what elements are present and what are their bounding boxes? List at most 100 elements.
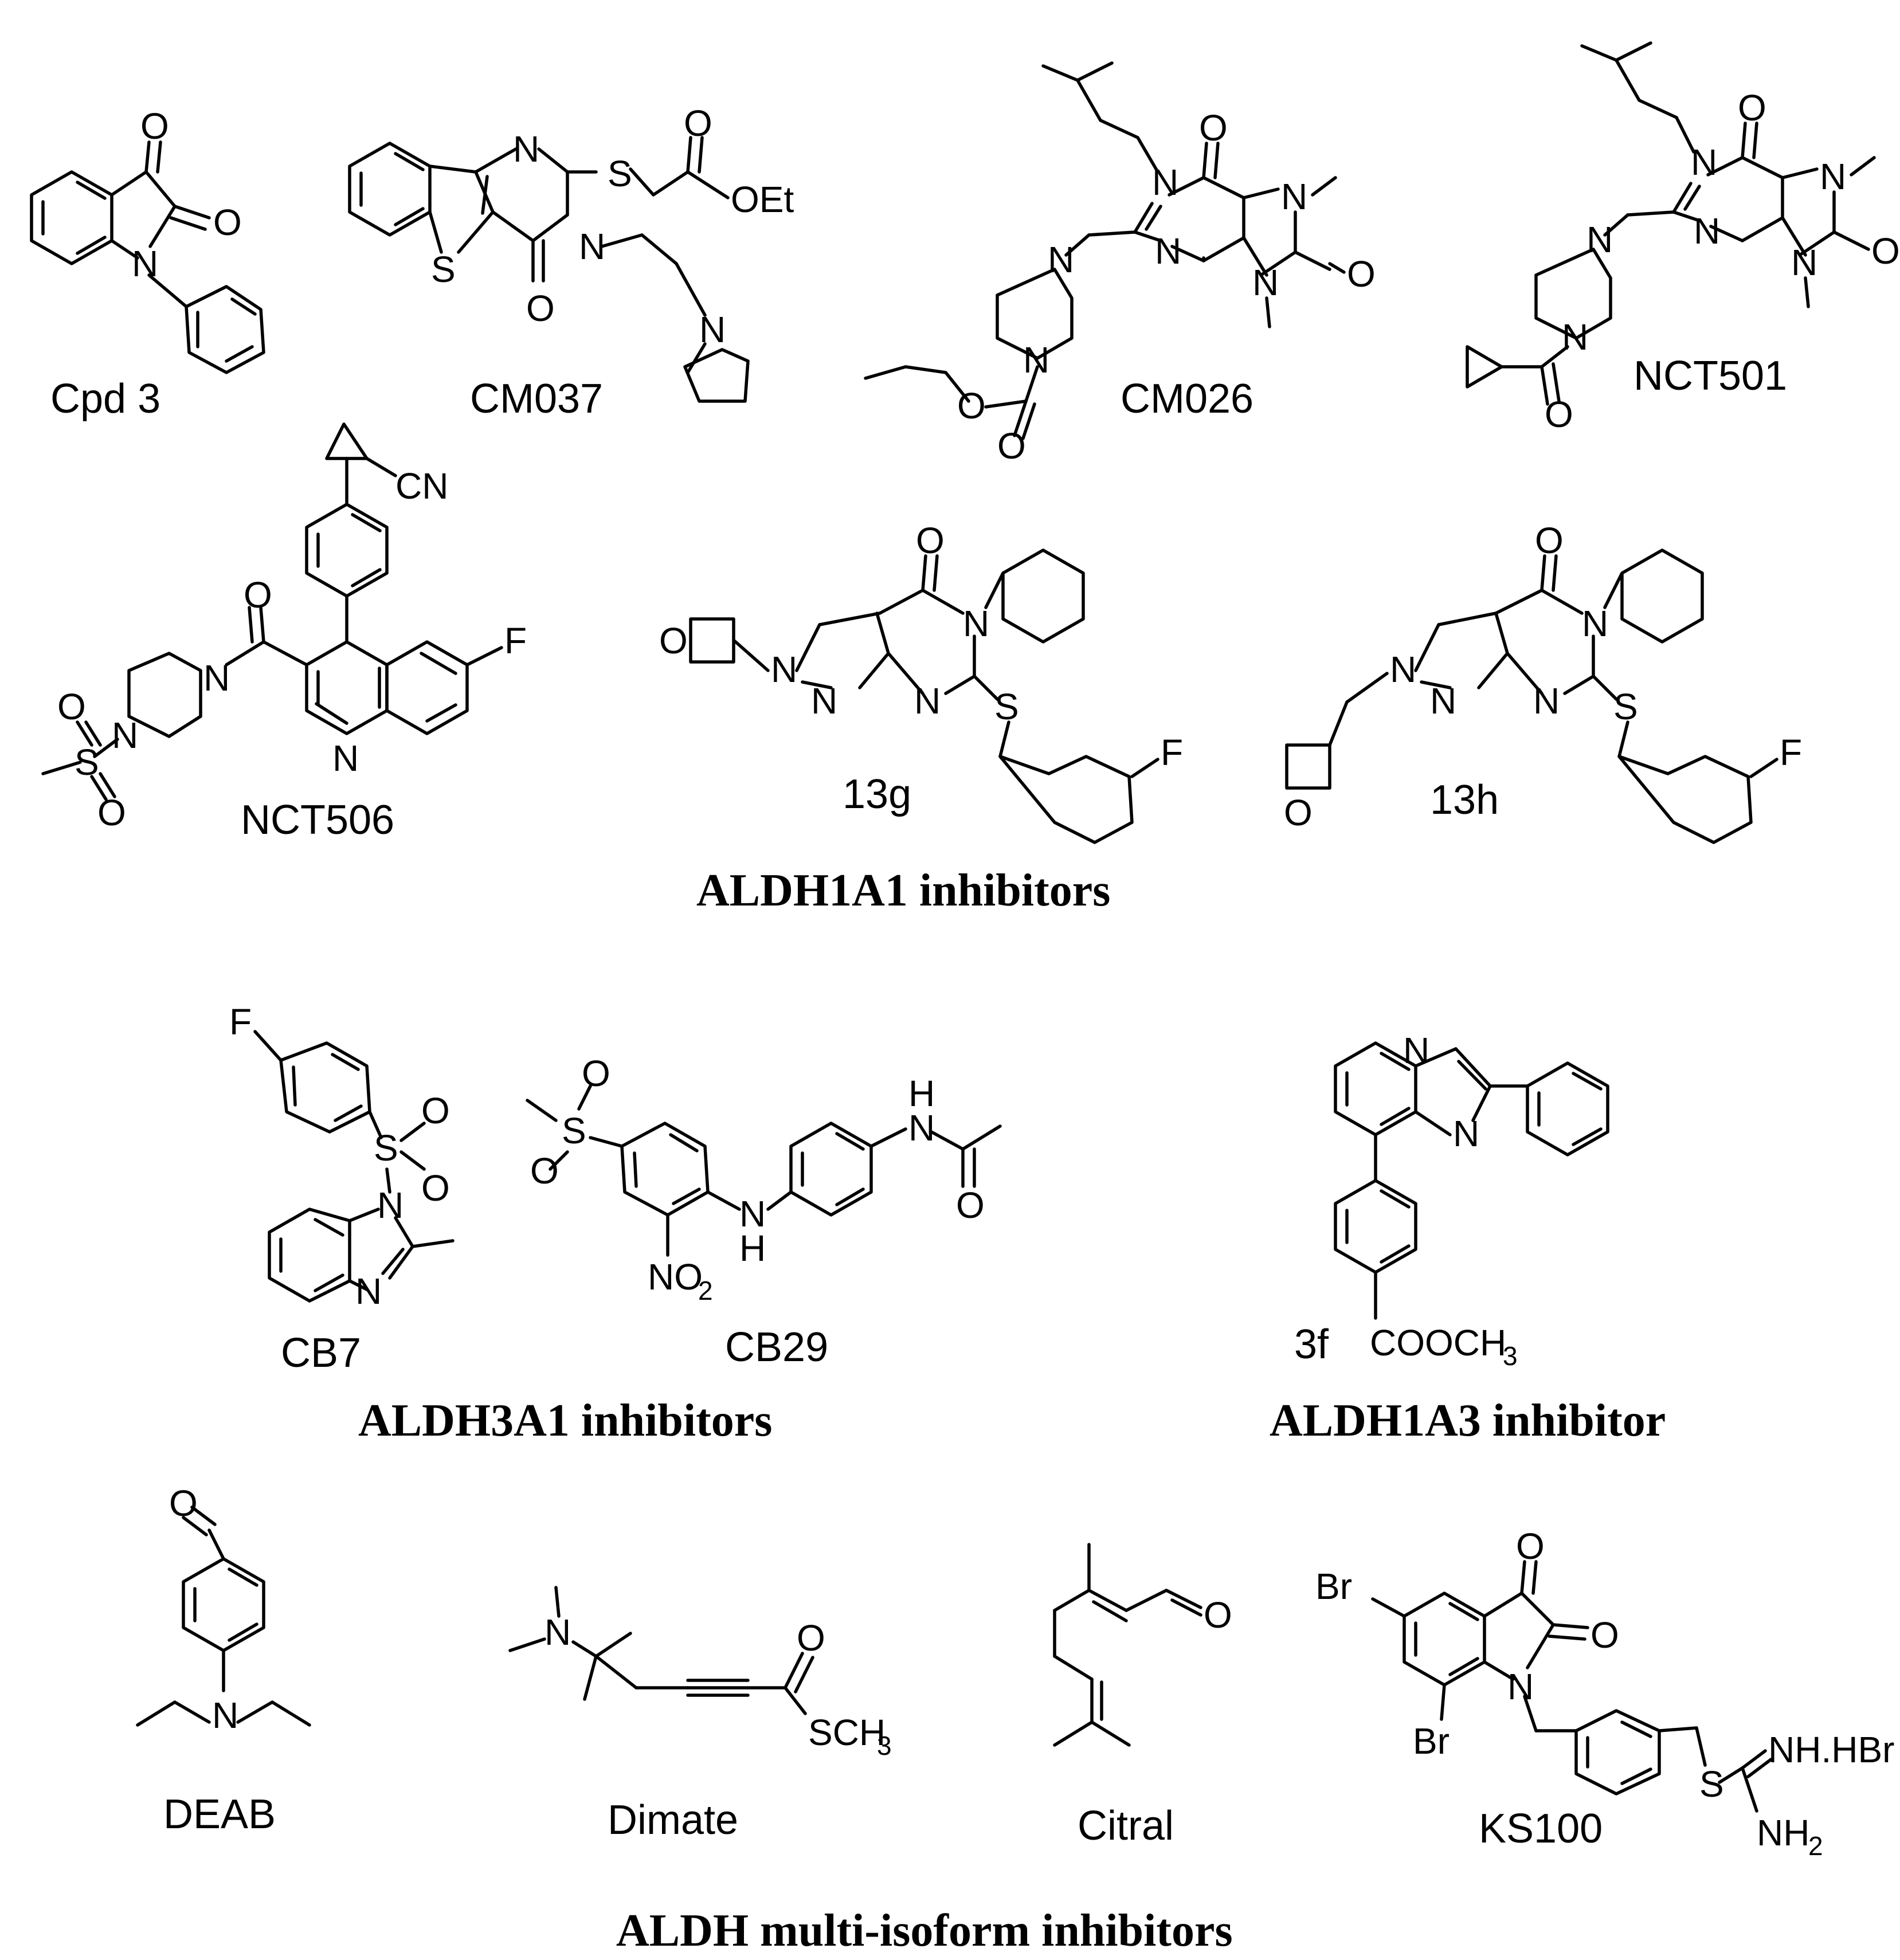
atom-o: O bbox=[956, 1185, 985, 1226]
atom-o: O bbox=[140, 105, 169, 147]
atom-n: N bbox=[112, 715, 138, 756]
atom-n: N bbox=[377, 1185, 403, 1226]
label-nct506: NCT506 bbox=[241, 797, 394, 843]
atom-o: O bbox=[916, 520, 945, 561]
atom-o: O bbox=[659, 620, 688, 661]
atom-o: O bbox=[97, 792, 126, 833]
atom-n: N bbox=[544, 1612, 571, 1653]
atom-n: N bbox=[1582, 603, 1608, 644]
label-dimate: Dimate bbox=[608, 1797, 738, 1843]
atom-n: N bbox=[1453, 1113, 1479, 1154]
atom-o: O bbox=[57, 686, 86, 727]
atom-s: S bbox=[431, 249, 456, 290]
atom-o: O bbox=[684, 103, 712, 144]
label-cb29: CB29 bbox=[725, 1324, 828, 1370]
atom-f: F bbox=[1780, 732, 1802, 773]
structure-nct501: O N N O N N N N O bbox=[1466, 41, 1900, 435]
atom-o: O bbox=[582, 1053, 610, 1094]
atom-o: O bbox=[797, 1617, 825, 1659]
section-title-multi-isoform: ALDH multi-isoform inhibitors bbox=[616, 1906, 1233, 1956]
atom-n: N bbox=[1586, 219, 1613, 260]
atom-s: S bbox=[1613, 686, 1638, 727]
label-13g: 13g bbox=[843, 771, 911, 817]
atom-n: N bbox=[914, 680, 941, 722]
atom-sub-3: 3 bbox=[1503, 1341, 1518, 1371]
atom-o: O bbox=[1871, 230, 1900, 272]
atom-oet: OEt bbox=[731, 179, 794, 220]
atom-n: N bbox=[1023, 339, 1049, 381]
atom-n: N bbox=[908, 1107, 935, 1148]
label-nct501: NCT501 bbox=[1633, 353, 1787, 399]
structure-citral: O bbox=[1053, 1543, 1232, 1747]
atom-o: O bbox=[1590, 1614, 1619, 1656]
structure-ks100: Br Br O O N S NH.HBr NH 2 bbox=[1315, 1526, 1894, 1861]
atom-sub-2: 2 bbox=[1808, 1831, 1823, 1861]
section-title-aldh1a3: ALDH1A3 inhibitor bbox=[1270, 1395, 1666, 1446]
atom-n: N bbox=[332, 738, 359, 779]
atom-o: O bbox=[530, 1150, 559, 1191]
atom-n: N bbox=[1507, 1666, 1534, 1707]
label-13h: 13h bbox=[1430, 777, 1499, 823]
atom-o: O bbox=[1738, 87, 1766, 128]
label-deab: DEAB bbox=[163, 1792, 276, 1837]
atom-o: O bbox=[1535, 520, 1564, 561]
atom-br: Br bbox=[1413, 1720, 1450, 1762]
atom-n: N bbox=[1691, 142, 1717, 183]
atom-o: O bbox=[421, 1090, 450, 1131]
atom-o: O bbox=[213, 202, 242, 243]
atom-s: S bbox=[994, 686, 1019, 727]
atom-sub-2: 2 bbox=[698, 1276, 713, 1306]
atom-sub-3: 3 bbox=[877, 1731, 892, 1761]
atom-s: S bbox=[374, 1127, 398, 1169]
atom-n: N bbox=[1403, 1030, 1429, 1071]
atom-n: N bbox=[513, 128, 539, 170]
atom-n: N bbox=[1048, 239, 1074, 280]
structure-cb29: S O O N H NO 2 H N O bbox=[526, 1053, 1002, 1306]
atom-n: N bbox=[132, 243, 158, 284]
atom-h: H bbox=[739, 1228, 766, 1269]
label-3f: 3f bbox=[1294, 1322, 1329, 1367]
atom-n: N bbox=[1562, 316, 1588, 358]
atom-br: Br bbox=[1315, 1566, 1352, 1607]
atom-n: N bbox=[1820, 156, 1846, 197]
atom-o: O bbox=[997, 425, 1026, 467]
atom-n: N bbox=[1390, 649, 1416, 690]
atom-n: N bbox=[963, 603, 989, 644]
label-cm026: CM026 bbox=[1121, 376, 1253, 422]
atom-n: N bbox=[1694, 210, 1720, 252]
atom-s: S bbox=[1699, 1763, 1724, 1805]
atom-s: S bbox=[75, 742, 99, 783]
atom-n: N bbox=[739, 1193, 766, 1234]
atom-s: S bbox=[608, 153, 632, 194]
structure-cm026: N O N O N N N N O O bbox=[864, 61, 1376, 467]
atom-n: N bbox=[699, 309, 726, 350]
atom-n: N bbox=[1430, 680, 1456, 722]
atom-f: F bbox=[1161, 732, 1183, 773]
structure-3f: N N COOCH 3 bbox=[1334, 1030, 1609, 1371]
structure-deab: O N bbox=[136, 1483, 311, 1736]
atom-n: N bbox=[1155, 230, 1181, 272]
atom-o: O bbox=[1347, 253, 1376, 295]
structure-dimate: N O SCH 3 bbox=[508, 1586, 892, 1761]
atom-n: N bbox=[771, 649, 797, 690]
atom-n: N bbox=[212, 1695, 238, 1736]
atom-n: N bbox=[811, 680, 837, 722]
structure-nct506: CN F N O N N S O O bbox=[41, 422, 527, 833]
atom-o: O bbox=[169, 1483, 198, 1524]
label-cb7: CB7 bbox=[281, 1330, 361, 1376]
atom-coocH: COOCH bbox=[1370, 1322, 1506, 1363]
structure-cb7: F S O O N N bbox=[229, 1001, 455, 1312]
structure-cpd3: O O N bbox=[30, 105, 265, 374]
atom-o: O bbox=[1284, 792, 1313, 833]
atom-f: F bbox=[229, 1001, 252, 1042]
label-citral: Citral bbox=[1078, 1803, 1174, 1849]
atom-nh-hbr: NH.HBr bbox=[1768, 1729, 1894, 1770]
atom-o: O bbox=[1199, 107, 1228, 148]
atom-o: O bbox=[1204, 1594, 1232, 1636]
structure-cm037: N S N O S O OEt N bbox=[348, 103, 794, 403]
section-title-aldh3a1: ALDH3A1 inhibitors bbox=[358, 1395, 772, 1446]
atom-s: S bbox=[562, 1110, 586, 1151]
atom-h: H bbox=[908, 1073, 935, 1114]
atom-f: F bbox=[504, 620, 527, 661]
